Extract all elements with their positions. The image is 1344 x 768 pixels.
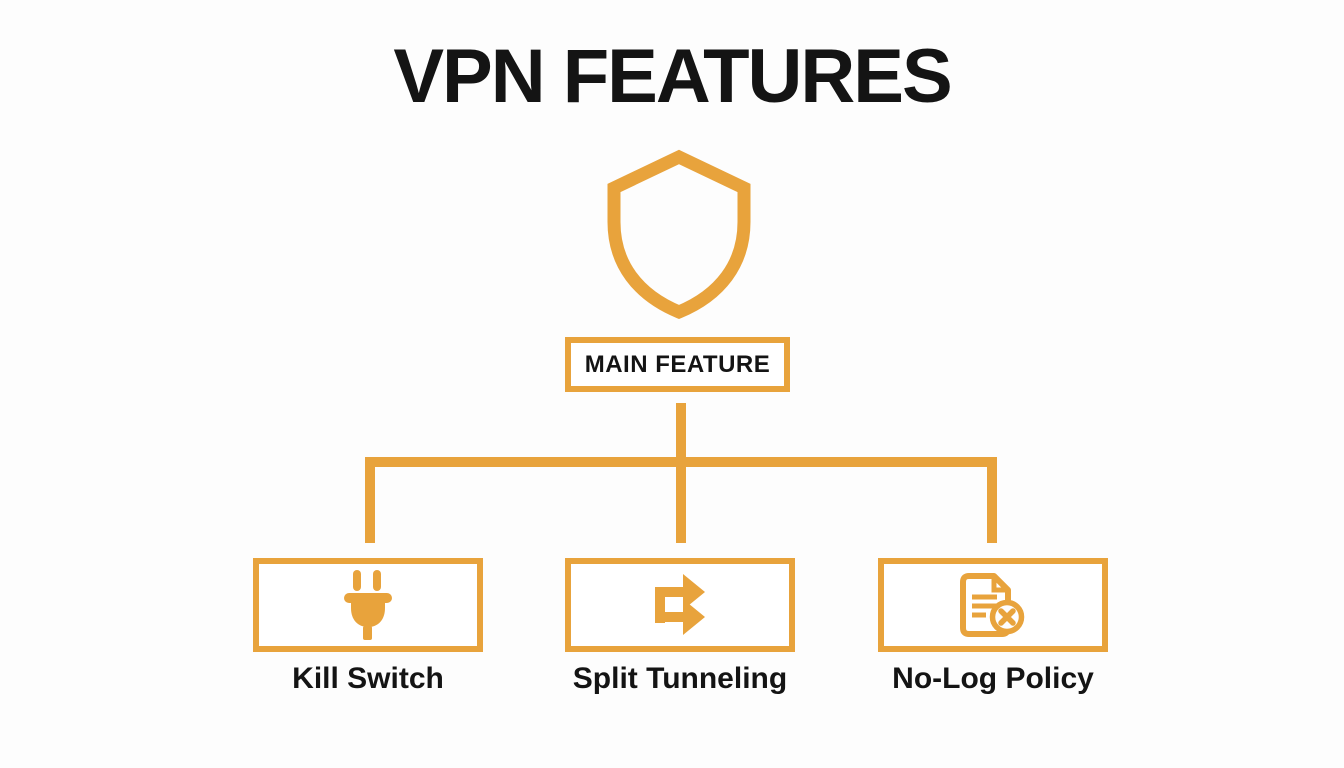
connector-horizontal (365, 457, 997, 467)
connector-vertical-left (365, 457, 375, 543)
page-title: VPN FEATURES (393, 34, 952, 119)
split-arrows-icon (655, 574, 705, 635)
connector-vertical-center (676, 403, 686, 543)
feature-label-split-tunneling: Split Tunneling (572, 662, 788, 695)
main-feature-node: MAIN FEATURE (565, 337, 790, 392)
main-feature-label: MAIN FEATURE (584, 350, 771, 378)
feature-node-no-log-policy (878, 558, 1108, 652)
feature-node-kill-switch (253, 558, 483, 652)
feature-node-split-tunneling (565, 558, 795, 652)
plug-icon (344, 570, 392, 640)
feature-label-kill-switch: Kill Switch (292, 662, 444, 695)
shield-icon (605, 148, 753, 320)
feature-label-no-log-policy: No-Log Policy (892, 662, 1094, 695)
document-block-icon (960, 573, 1025, 637)
connector-vertical-right (987, 457, 997, 543)
